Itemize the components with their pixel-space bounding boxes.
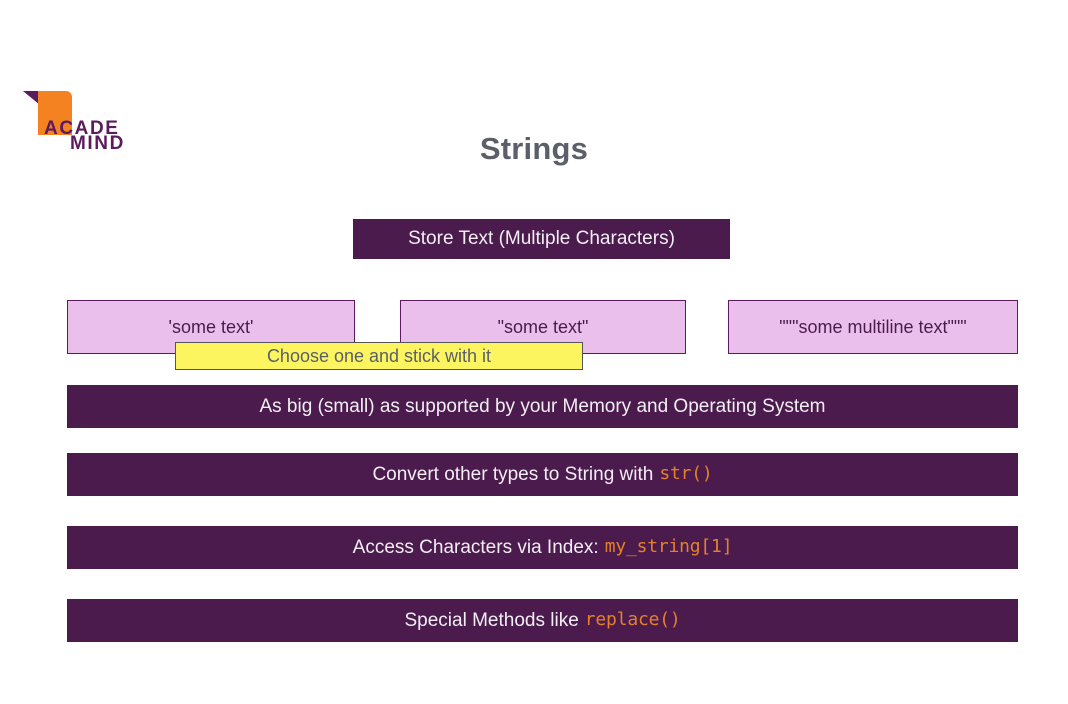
size-bar: As big (small) as supported by your Memo… [67,385,1018,428]
triple-quoted-string-box: """some multiline text""" [728,300,1018,354]
convert-bar: Convert other types to String with str() [67,453,1018,496]
methods-bar-label: Special Methods like [404,609,579,631]
size-bar-label: As big (small) as supported by your Memo… [259,395,826,417]
logo-text-acade: ACADE [44,118,120,139]
logo-text-mind: MIND [70,133,125,150]
index-bar-label: Access Characters via Index: [352,536,599,558]
convert-bar-label: Convert other types to String with [372,463,654,485]
logo-flag-tip-icon [23,91,40,105]
store-text-bar: Store Text (Multiple Characters) [353,219,730,259]
academind-logo: ACADE MIND [22,88,150,150]
callout-choose-one: Choose one and stick with it [175,342,583,370]
page-title: Strings [479,131,589,166]
convert-bar-code: str() [659,463,713,485]
methods-bar-code: replace() [584,609,681,631]
logo-flag-icon [38,91,72,135]
methods-bar: Special Methods like replace() [67,599,1018,642]
index-bar: Access Characters via Index: my_string[1… [67,526,1018,569]
index-bar-code: my_string[1] [604,536,733,558]
